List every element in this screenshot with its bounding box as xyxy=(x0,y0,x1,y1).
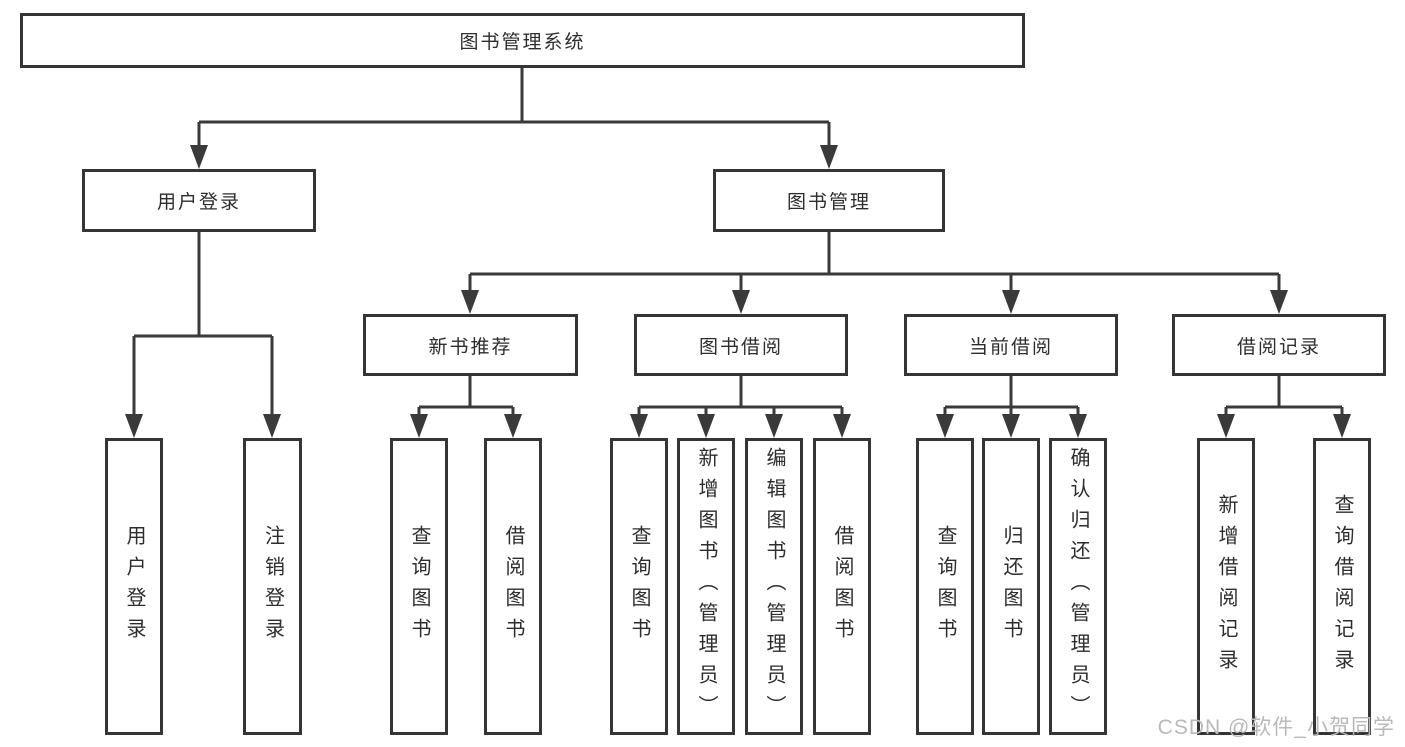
csdn-watermark: CSDN @软件_小贺同学 xyxy=(1157,716,1395,739)
leaf-user-login: 用户登录 xyxy=(105,438,163,735)
leaf-borrow-edit-books-admin: 编辑图书（管理员） xyxy=(745,438,803,735)
node-user-login: 用户登录 xyxy=(82,169,316,232)
node-root-library-system: 图书管理系统 xyxy=(20,13,1025,68)
node-book-management: 图书管理 xyxy=(713,169,945,232)
node-book-borrow: 图书借阅 xyxy=(634,314,848,376)
leaf-newbooks-query-books: 查询图书 xyxy=(390,438,448,735)
leaf-records-query-record: 查询借阅记录 xyxy=(1313,438,1371,735)
node-new-book-recommend: 新书推荐 xyxy=(363,314,578,376)
leaf-borrow-borrow-books: 借阅图书 xyxy=(813,438,871,735)
leaf-logout: 注销登录 xyxy=(243,438,302,735)
leaf-records-add-record: 新增借阅记录 xyxy=(1197,438,1255,735)
leaf-current-query-books: 查询图书 xyxy=(916,438,974,735)
node-current-borrow: 当前借阅 xyxy=(904,314,1118,376)
leaf-current-confirm-return-admin: 确认归还（管理员） xyxy=(1049,438,1107,735)
leaf-newbooks-borrow-books: 借阅图书 xyxy=(484,438,542,735)
leaf-current-return-books: 归还图书 xyxy=(982,438,1040,735)
leaf-borrow-query-books: 查询图书 xyxy=(610,438,668,735)
arrowheads xyxy=(125,145,1351,438)
leaf-borrow-add-books-admin: 新增图书（管理员） xyxy=(677,438,735,735)
node-borrow-records: 借阅记录 xyxy=(1172,314,1386,376)
